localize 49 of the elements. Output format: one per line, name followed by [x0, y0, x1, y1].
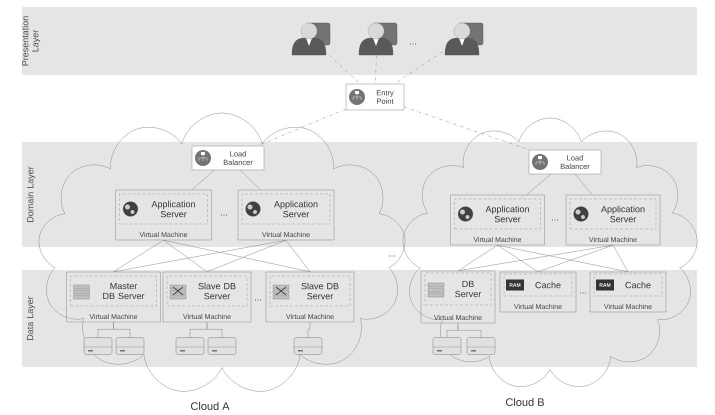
disk-drive-icon [116, 337, 144, 355]
ellipsis: ... [580, 292, 586, 294]
connector [240, 170, 261, 190]
ellipsis: ... [221, 214, 227, 216]
connector [113, 240, 164, 272]
connector [404, 106, 530, 150]
user-icon [292, 22, 330, 56]
server-box: Slave DB Server [270, 276, 350, 306]
connector [497, 245, 538, 272]
node-label: Cloud B [506, 398, 544, 406]
user-icon [358, 22, 398, 56]
connector [497, 245, 628, 272]
server-box: Application Server [242, 194, 330, 224]
server-box: Application Server [454, 198, 541, 230]
server-box: Master DB Server [70, 276, 157, 306]
disk-drive-icon [84, 337, 112, 355]
server-box: DB Server [424, 272, 492, 306]
disk-drive-icon [466, 337, 496, 355]
connector [192, 170, 214, 190]
connector [286, 240, 310, 272]
connector [113, 240, 286, 272]
connector [163, 240, 208, 272]
node-label: Cloud A [191, 402, 230, 410]
connector [394, 51, 443, 84]
layer-label: Data Layer [26, 296, 36, 340]
server-box: Slave DB Server [166, 276, 248, 306]
disk-drive-icon [432, 337, 462, 355]
connector [458, 245, 614, 271]
connector [574, 174, 592, 195]
connector [612, 245, 628, 272]
connector [257, 108, 346, 146]
connector [328, 55, 361, 84]
connector [206, 322, 222, 338]
server-box: Application Server [570, 198, 656, 230]
connector [308, 322, 310, 338]
connector [113, 322, 130, 338]
connector [206, 240, 286, 272]
server-box: Application Server [119, 194, 208, 224]
connector [538, 245, 614, 272]
disk-drive-icon [294, 337, 322, 355]
connector [458, 245, 498, 271]
connector [526, 174, 551, 195]
layer-label: Presentation Layer [22, 16, 40, 66]
user-icon [444, 22, 484, 56]
connector [458, 323, 482, 338]
connector [163, 240, 310, 272]
layer-label: Domain Layer [26, 166, 36, 222]
disk-drive-icon [208, 337, 236, 355]
disk-drive-icon [176, 337, 204, 355]
